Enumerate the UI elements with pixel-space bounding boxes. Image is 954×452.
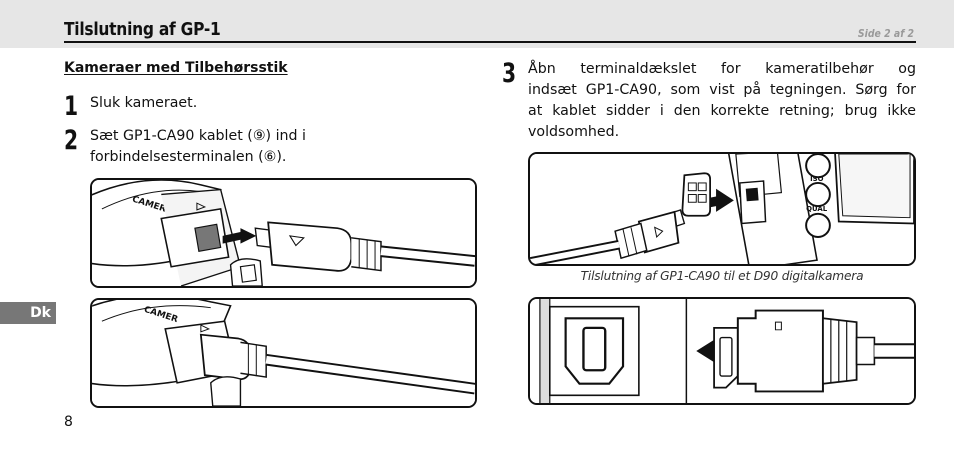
step-2-number: 2 [64, 125, 79, 156]
step-1-number: 1 [64, 91, 79, 122]
illustration-cable-inserted: CAMER [90, 298, 477, 408]
qual-button-label: QUAL [806, 205, 828, 213]
illustration-cable-insertion: CAMER [90, 178, 477, 288]
step-3-text-line-1: Åbn terminaldækslet for kameratilbehør o… [528, 61, 916, 77]
step-3-number: 3 [502, 58, 517, 89]
step-2-text-line-1: Sæt GP1-CA90 kablet (⑨) ind i [90, 128, 306, 144]
step-3-text-line-2: indsæt GP1-CA90, som vist på tegningen. … [528, 82, 916, 98]
header-rule [64, 41, 916, 43]
illustration-d90-connection: ISO QUAL [528, 152, 916, 266]
step-3-text-line-3: at kablet sidder i den korrekte retning;… [528, 103, 916, 119]
insert-arrow-icon [222, 228, 257, 244]
step-3-text-line-4: voldsomhed. [528, 124, 620, 140]
illustration-connector-detail [528, 297, 916, 405]
page-indicator: Side 2 af 2 [857, 27, 914, 40]
iso-button-label: ISO [810, 175, 824, 183]
page-title: Tilslutning af GP-1 [64, 19, 221, 40]
step-1-text: Sluk kameraet. [90, 95, 198, 111]
figure-caption: Tilslutning af GP1-CA90 til et D90 digit… [580, 269, 864, 283]
page-number: 8 [64, 414, 73, 430]
step-2-text-line-2: forbindelsesterminalen (⑥). [90, 149, 287, 165]
section-heading: Kameraer med Tilbehørsstik [64, 60, 288, 76]
header-band [0, 0, 954, 48]
language-tab: Dk [0, 302, 56, 324]
